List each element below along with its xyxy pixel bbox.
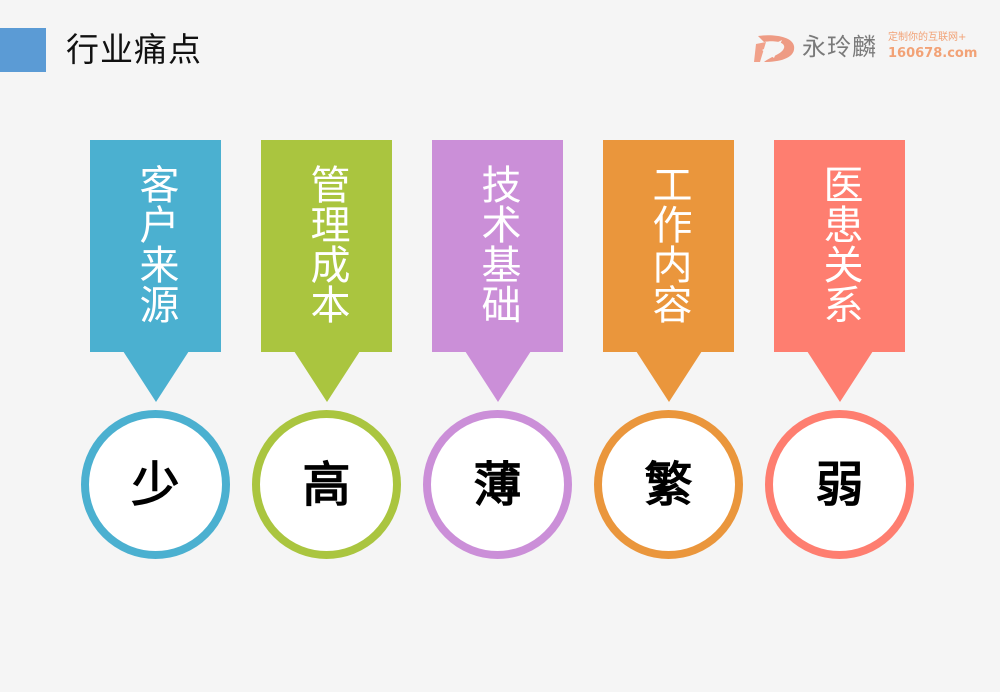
pain-point-tech-foundation: 技术基础 薄 [423, 140, 572, 570]
value-text: 高 [302, 456, 351, 513]
pain-point-workload: 工作内容 繁 [594, 140, 743, 570]
value-circle: 弱 [765, 410, 914, 559]
pointer-arrow [636, 351, 702, 402]
banner-label: 技术基础 [474, 164, 521, 324]
banner: 客户来源 [90, 140, 221, 352]
pointer-arrow [294, 351, 360, 402]
pointer-arrow [465, 351, 531, 402]
banner: 技术基础 [432, 140, 563, 352]
value-circle: 高 [252, 410, 401, 559]
pointer-arrow [123, 351, 189, 402]
title-accent-bar [0, 28, 46, 72]
logo-name: 永玲麟 [802, 33, 877, 61]
pain-point-doctor-patient-relations: 医患关系 弱 [765, 140, 914, 570]
banner-label: 工作内容 [645, 164, 692, 324]
value-circle: 繁 [594, 410, 743, 559]
stylized-d-logo-icon [754, 35, 795, 62]
logo-slogan: 定制你的互联网+ [888, 32, 967, 43]
banner: 管理成本 [261, 140, 392, 352]
pain-point-management-cost: 管理成本 高 [252, 140, 401, 570]
banner: 医患关系 [774, 140, 905, 352]
pain-point-customer-source: 客户来源 少 [81, 140, 230, 570]
page-title: 行业痛点 [66, 30, 202, 69]
value-text: 薄 [473, 456, 522, 513]
banner: 工作内容 [603, 140, 734, 352]
value-circle: 薄 [423, 410, 572, 559]
logo-url: 160678.com [888, 46, 978, 61]
value-circle: 少 [81, 410, 230, 559]
value-text: 弱 [815, 456, 864, 513]
brand-logo: 永玲麟 定制你的互联网+ 160678.com [752, 28, 982, 68]
banner-label: 医患关系 [816, 164, 863, 324]
banner-label: 客户来源 [132, 164, 179, 324]
value-text: 少 [131, 456, 180, 513]
pointer-arrow [807, 351, 873, 402]
banner-label: 管理成本 [303, 164, 350, 324]
value-text: 繁 [644, 456, 693, 513]
